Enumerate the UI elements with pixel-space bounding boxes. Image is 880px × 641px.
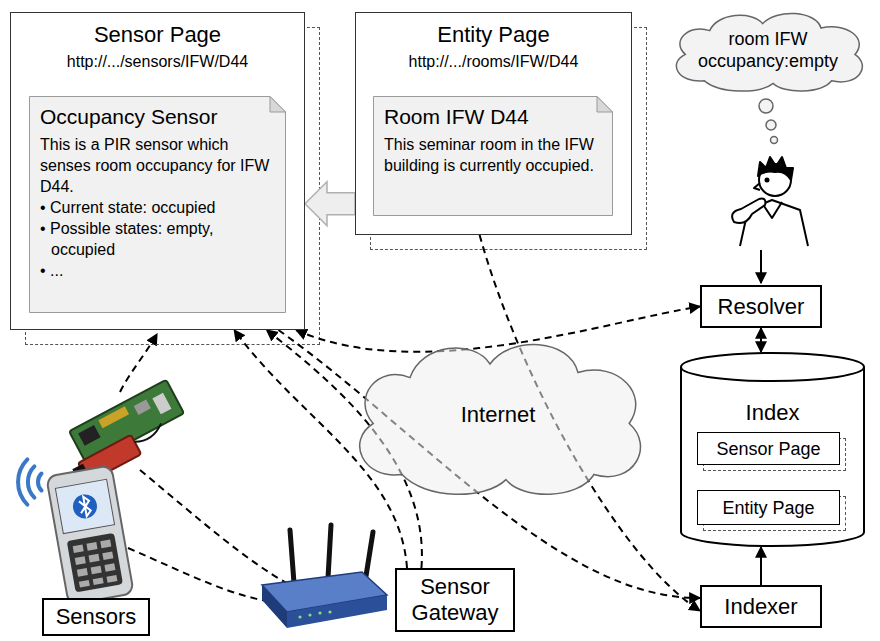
thought-text: room IFW occupancy:empty: [693, 28, 843, 72]
document-outline: [30, 97, 286, 313]
router-front: [287, 595, 387, 628]
block-arrow: [305, 182, 355, 226]
sensor-page: Sensor Pagehttp://.../sensors/IFW/D44Occ…: [10, 12, 305, 330]
keys: [73, 540, 118, 588]
connector: [98, 406, 129, 428]
indexer-box: Indexer: [700, 585, 822, 628]
card-body: This is a PIR sensor which senses room o…: [40, 134, 274, 197]
entry-label: Sensor Page: [716, 438, 820, 460]
cloud-outline: [360, 344, 641, 494]
box-label: Sensors: [56, 604, 137, 630]
index-entry: Entity Page: [697, 490, 840, 525]
wave-arc: [38, 474, 42, 491]
wireless-link: [140, 470, 290, 585]
thought-shape: [662, 6, 874, 94]
person-hand: [732, 199, 765, 223]
folded-corner: [270, 97, 286, 113]
chip: [134, 399, 151, 414]
solid-connector: [760, 328, 762, 352]
card-bullet: • Current state: occupied: [40, 197, 274, 218]
folded-corner: [597, 97, 613, 113]
solid-connector: [760, 547, 762, 585]
cloud-label: Internet: [461, 402, 536, 428]
thought-cloud: room IFW occupancy:empty: [662, 6, 874, 94]
card-bullet: • ...: [40, 260, 274, 281]
entity-card: Room IFW D44This seminar room in the IFW…: [373, 96, 613, 216]
cylinder-body: [681, 367, 864, 546]
internet-cloud: Internet: [338, 330, 658, 500]
wireless-link: [128, 548, 276, 602]
wave-arc: [28, 466, 34, 497]
card-title: Room IFW D44: [384, 104, 601, 130]
entity-page: Entity Pagehttp://.../rooms/IFW/D44Room …: [355, 12, 632, 235]
resolver-box: Resolver: [700, 285, 822, 328]
query-arrow: [760, 250, 762, 283]
box-label: Indexer: [724, 594, 797, 620]
dashed-connector: [296, 307, 700, 352]
entry-label: Entity Page: [722, 497, 814, 519]
wifi-waves: [18, 459, 41, 504]
router-leds: [298, 610, 331, 618]
page-url: http://.../sensors/IFW/D44: [19, 51, 296, 73]
index-cylinder: IndexSensor PageEntity Page: [680, 352, 865, 547]
person-nose: [754, 183, 760, 190]
page-title: Sensor Page: [19, 21, 296, 49]
dashed-connector: [278, 330, 700, 598]
wave-arc: [18, 459, 27, 504]
phone-body: [46, 465, 134, 604]
wifi-router: [262, 525, 387, 628]
mobile-phone: [46, 465, 134, 604]
wireless-link: [120, 334, 157, 392]
phone-screen: [55, 479, 114, 533]
router-side: [262, 585, 287, 628]
chip: [152, 393, 171, 415]
sensors-box: Sensors: [42, 598, 150, 636]
cylinder-label: Index: [680, 400, 865, 426]
bluetooth-logo: [71, 493, 99, 521]
person-eye: [766, 179, 769, 182]
gateway-box: Sensor Gateway: [395, 568, 515, 632]
document-outline: [374, 97, 613, 216]
cylinder-top: [681, 353, 864, 381]
thinking-person: [732, 157, 808, 246]
index-entry: Sensor Page: [697, 432, 840, 465]
chip: [78, 425, 100, 446]
card-body: This seminar room in the IFW building is…: [384, 134, 601, 176]
sensor-card: Occupancy SensorThis is a PIR sensor whi…: [29, 96, 286, 313]
bluetooth-rune: [78, 496, 91, 517]
box-label: Sensor Gateway: [403, 574, 507, 626]
page-url: http://.../rooms/IFW/D44: [364, 51, 623, 73]
box-label: Resolver: [718, 294, 805, 320]
thought-bubbles: [759, 99, 778, 144]
card-bullet: • Possible states: empty, occupied: [40, 218, 274, 260]
keypad: [67, 533, 123, 593]
device-wires: [120, 334, 290, 602]
sensor-mote: [56, 380, 192, 486]
card-title: Occupancy Sensor: [40, 104, 274, 130]
wire: [133, 423, 165, 445]
page-title: Entity Page: [364, 21, 623, 49]
person-hair: [758, 157, 793, 180]
cloud-outline: [676, 13, 862, 91]
